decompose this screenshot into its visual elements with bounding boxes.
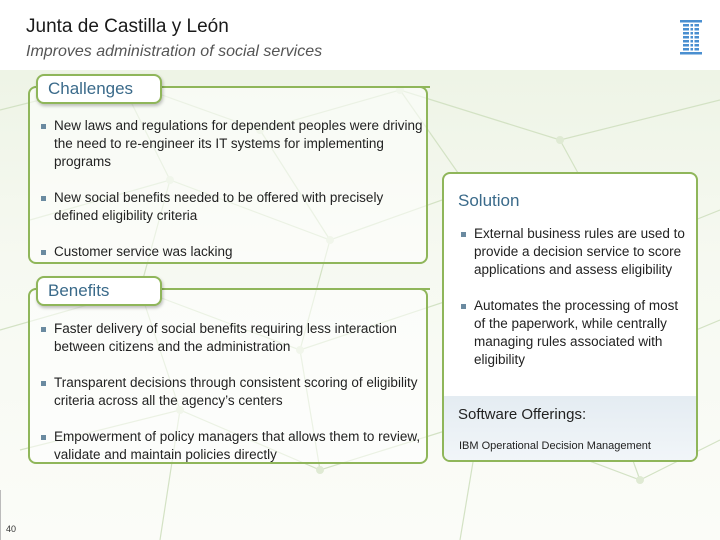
challenge-item: New laws and regulations for dependent p… xyxy=(38,117,423,171)
challenges-tab-line xyxy=(160,86,430,88)
ibm-logo-icon xyxy=(680,20,702,55)
benefits-tab: Benefits xyxy=(36,276,162,306)
benefit-item: Faster delivery of social benefits requi… xyxy=(38,320,423,356)
challenges-list: New laws and regulations for dependent p… xyxy=(38,117,423,279)
page-subtitle: Improves administration of social servic… xyxy=(26,43,323,60)
benefits-list: Faster delivery of social benefits requi… xyxy=(38,320,423,482)
header: Junta de Castilla y León Improves admini… xyxy=(0,0,720,70)
benefit-item: Transparent decisions through consistent… xyxy=(38,374,423,410)
benefits-label: Benefits xyxy=(48,281,110,300)
solution-item: Automates the processing of most of the … xyxy=(458,297,686,369)
challenges-tab: Challenges xyxy=(36,74,162,104)
challenges-label: Challenges xyxy=(48,79,134,98)
solution-panel: Solution External business rules are use… xyxy=(442,172,698,462)
left-rule xyxy=(0,490,1,540)
challenge-item: New social benefits needed to be offered… xyxy=(38,189,423,225)
solution-item: External business rules are used to prov… xyxy=(458,225,686,279)
challenge-item: Customer service was lacking xyxy=(38,243,423,261)
software-offerings-title: Software Offerings: xyxy=(458,406,587,423)
solution-list: External business rules are used to prov… xyxy=(458,225,686,387)
page-title: Junta de Castilla y León xyxy=(26,16,229,37)
benefit-item: Empowerment of policy managers that allo… xyxy=(38,428,423,464)
page-number: 40 xyxy=(6,524,17,534)
solution-title: Solution xyxy=(458,191,520,210)
software-offering-item: IBM Operational Decision Management xyxy=(459,440,651,452)
benefits-tab-line xyxy=(160,288,430,290)
software-offerings-band xyxy=(444,396,696,460)
